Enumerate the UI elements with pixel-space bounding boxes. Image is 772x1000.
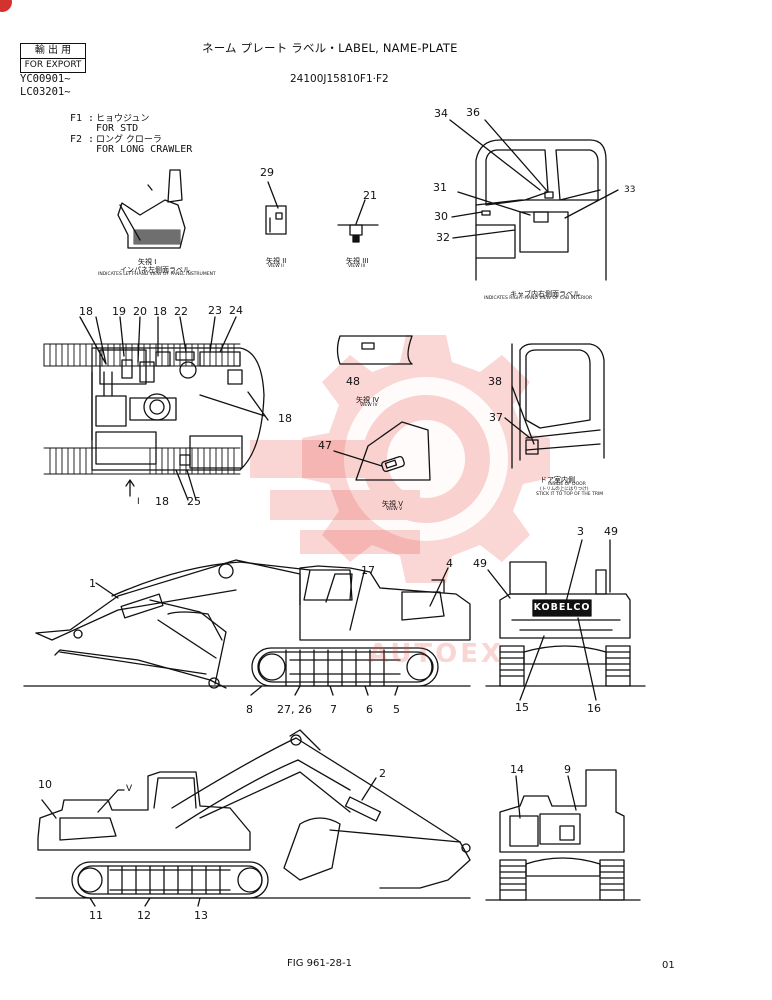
view-i-caption-jp: 矢視 I	[138, 258, 157, 266]
callout-11: 11	[89, 909, 103, 922]
callout-33: 33	[624, 185, 636, 195]
callout-24: 24	[229, 304, 243, 317]
view-v-drawing	[333, 421, 431, 481]
side-view-excavator-right	[35, 729, 471, 907]
variant-f1-code: F1 :	[70, 113, 95, 124]
callout-22: 22	[174, 305, 188, 318]
kobelco-label: KOBELCO	[533, 602, 591, 613]
export-label-jp: 輸 出 用	[21, 44, 85, 59]
callout-38: 38	[488, 375, 502, 388]
callout-17: 17	[361, 564, 375, 577]
part-number: 24100J15810F1·F2	[290, 73, 389, 85]
arrow-i-label: I	[137, 497, 140, 507]
view-ii-caption-en: VIEW II	[268, 264, 284, 269]
cab-caption-jp: キャブ内右側面ラベル	[510, 290, 580, 298]
callout-10: 10	[38, 778, 52, 791]
callout-5: 5	[393, 703, 400, 716]
callout-7: 7	[330, 703, 337, 716]
callout-23: 23	[208, 304, 222, 317]
view-v-caption-en: VIEW V	[386, 507, 403, 512]
view-i-drawing	[117, 169, 186, 249]
callout-34: 34	[434, 107, 448, 120]
callout-31: 31	[433, 181, 447, 194]
callout-1: 1	[89, 577, 96, 590]
serial-range-1: YC00901~	[20, 73, 71, 85]
callout-4: 4	[446, 557, 453, 570]
callout-18-c: 18	[278, 412, 292, 425]
view-v-caption-jp: 矢視 V	[382, 500, 404, 508]
watermark-text: AUTOEX	[368, 639, 505, 669]
view-ii-caption-jp: 矢視 II	[266, 257, 287, 265]
callout-18-a: 18	[79, 305, 93, 318]
variant-f2-code: F2 :	[70, 134, 95, 145]
serial-range-2: LC03201~	[20, 86, 71, 98]
callout-19: 19	[112, 305, 126, 318]
rear-view-middle	[485, 539, 646, 701]
callout-47: 47	[318, 439, 332, 452]
corner-badge	[0, 0, 12, 12]
door-caption-en-3: STICK IT TO TOP OF THE TRIM	[536, 492, 604, 497]
callout-36: 36	[466, 106, 480, 119]
view-i-sub-jp: インパネ左側面ラベル	[120, 266, 190, 274]
callout-v: V	[126, 784, 133, 794]
callout-14: 14	[510, 763, 524, 776]
rear-view-bottom	[485, 769, 641, 901]
callout-9: 9	[564, 763, 571, 776]
view-i-sub-en: INDICATES LEFT-HAND VIEW OF PANEL INSTRU…	[98, 272, 216, 277]
variant-f1-jp: ヒョウジュン	[96, 114, 150, 124]
callout-18-b: 18	[153, 305, 167, 318]
callout-29: 29	[260, 166, 274, 179]
variant-f2-en: FOR LONG CRAWLER	[96, 144, 193, 155]
export-label-en: FOR EXPORT	[24, 60, 82, 70]
callout-12: 12	[137, 909, 151, 922]
variant-f1-en: FOR STD	[96, 123, 139, 134]
variant-f2-jp: ロング クローラ	[96, 135, 162, 145]
callout-30: 30	[434, 210, 448, 223]
callout-32: 32	[436, 231, 450, 244]
view-iii-caption-en: VIEW III	[348, 264, 366, 269]
callout-16: 16	[587, 702, 601, 715]
export-stamp: 輸 出 用 FOR EXPORT	[20, 43, 86, 73]
door-caption-en-1: INSIDE OF DOOR	[548, 482, 586, 487]
door-caption-en-2: (トリムの上にはりつけ)	[540, 487, 589, 492]
side-view-excavator-left	[23, 559, 471, 696]
callout-6: 6	[366, 703, 373, 716]
callout-15: 15	[515, 701, 529, 714]
view-iv-caption-en: VIEW IV	[360, 403, 378, 408]
page-number: 01	[662, 960, 675, 971]
callout-27-26: 27, 26	[277, 703, 312, 716]
callout-18-d: 18	[155, 495, 169, 508]
view-ii-drawing	[265, 181, 287, 235]
door-drawing	[504, 343, 605, 469]
callout-20: 20	[133, 305, 147, 318]
callout-37: 37	[489, 411, 503, 424]
cab-interior-drawing	[449, 119, 619, 281]
page-title: ネーム プレート ラベル・LABEL, NAME-PLATE	[202, 41, 458, 55]
callout-8: 8	[246, 703, 253, 716]
callout-49-a: 49	[604, 525, 618, 538]
cab-caption-en: INDICATES RIGHT-HAND VIEW OF CAB INTERIO…	[484, 296, 593, 301]
callout-2: 2	[379, 767, 386, 780]
door-caption-jp: ドア室内側	[540, 476, 575, 484]
callout-48: 48	[346, 375, 360, 388]
view-iii-caption-jp: 矢視 III	[346, 257, 369, 265]
view-iii-drawing	[337, 199, 379, 243]
callout-13: 13	[194, 909, 208, 922]
plan-view-drawing	[43, 316, 269, 501]
view-iv-caption-jp: 矢視 IV	[356, 396, 380, 404]
figure-number: FIG 961-28-1	[287, 958, 353, 969]
callout-21: 21	[363, 189, 377, 202]
callout-3: 3	[577, 525, 584, 538]
callout-49-b: 49	[473, 557, 487, 570]
callout-25: 25	[187, 495, 201, 508]
view-iv-drawing	[336, 335, 413, 365]
